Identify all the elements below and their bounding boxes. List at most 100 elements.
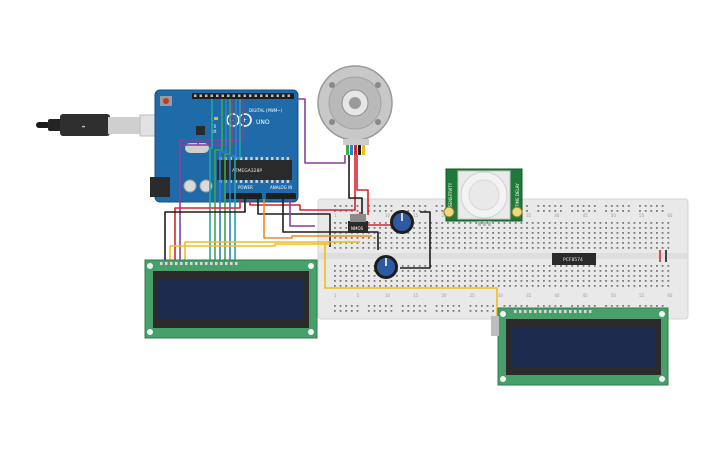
breadboard-hole[interactable] [639, 270, 641, 272]
breadboard-hole[interactable] [605, 242, 607, 244]
breadboard-hole[interactable] [526, 242, 528, 244]
breadboard-hole[interactable] [509, 222, 511, 224]
breadboard-hole[interactable] [373, 310, 376, 312]
header-pin[interactable] [232, 94, 236, 98]
breadboard-hole[interactable] [543, 280, 545, 282]
lcd-pin[interactable] [230, 262, 233, 265]
breadboard-hole[interactable] [571, 265, 574, 267]
breadboard-hole[interactable] [492, 232, 494, 234]
breadboard-hole[interactable] [418, 280, 421, 282]
breadboard-hole[interactable] [537, 222, 540, 224]
breadboard-hole[interactable] [452, 227, 455, 229]
breadboard-hole[interactable] [554, 265, 557, 267]
breadboard-hole[interactable] [418, 270, 421, 272]
breadboard-hole[interactable] [661, 205, 664, 207]
breadboard-hole[interactable] [593, 210, 596, 212]
breadboard-hole[interactable] [334, 237, 336, 239]
breadboard-hole[interactable] [486, 247, 489, 249]
breadboard-hole[interactable] [633, 247, 636, 249]
breadboard-hole[interactable] [622, 205, 624, 207]
breadboard-hole[interactable] [390, 210, 393, 212]
breadboard-hole[interactable] [379, 285, 381, 287]
breadboard-hole[interactable] [413, 270, 415, 272]
breadboard-hole[interactable] [622, 285, 624, 287]
breadboard-hole[interactable] [418, 265, 421, 267]
breadboard-hole[interactable] [656, 232, 658, 234]
breadboard-hole[interactable] [339, 280, 342, 282]
breadboard-hole[interactable] [520, 242, 523, 244]
breadboard-hole[interactable] [622, 232, 624, 234]
breadboard-hole[interactable] [616, 275, 619, 277]
breadboard-hole[interactable] [430, 227, 432, 229]
sensitivity-knob[interactable] [443, 206, 455, 218]
breadboard-hole[interactable] [350, 275, 353, 277]
breadboard-hole[interactable] [599, 280, 602, 282]
breadboard-hole[interactable] [650, 237, 653, 239]
breadboard-hole[interactable] [441, 270, 444, 272]
breadboard-hole[interactable] [407, 285, 410, 287]
breadboard-hole[interactable] [345, 242, 348, 244]
breadboard-hole[interactable] [475, 310, 478, 312]
breadboard-hole[interactable] [464, 275, 466, 277]
breadboard-hole[interactable] [356, 247, 359, 249]
breadboard-hole[interactable] [390, 310, 393, 312]
breadboard-hole[interactable] [396, 242, 398, 244]
breadboard-hole[interactable] [633, 232, 636, 234]
breadboard-hole[interactable] [497, 247, 500, 249]
breadboard-hole[interactable] [582, 280, 585, 282]
breadboard-hole[interactable] [560, 305, 562, 307]
breadboard-hole[interactable] [543, 247, 545, 249]
breadboard-hole[interactable] [401, 310, 404, 312]
breadboard-hole[interactable] [447, 247, 449, 249]
breadboard-hole[interactable] [486, 222, 489, 224]
breadboard-hole[interactable] [543, 210, 545, 212]
breadboard-hole[interactable] [396, 237, 398, 239]
breadboard-hole[interactable] [582, 270, 585, 272]
breadboard-hole[interactable] [656, 270, 658, 272]
breadboard-hole[interactable] [554, 280, 557, 282]
breadboard-hole[interactable] [650, 232, 653, 234]
breadboard-hole[interactable] [503, 305, 506, 307]
breadboard-hole[interactable] [588, 210, 591, 212]
breadboard-hole[interactable] [514, 285, 517, 287]
breadboard-hole[interactable] [605, 210, 607, 212]
breadboard-hole[interactable] [367, 265, 370, 267]
breadboard-hole[interactable] [475, 270, 478, 272]
breadboard-hole[interactable] [582, 210, 585, 212]
breadboard-hole[interactable] [486, 285, 489, 287]
breadboard-hole[interactable] [334, 280, 336, 282]
breadboard-hole[interactable] [616, 227, 619, 229]
breadboard-hole[interactable] [430, 222, 432, 224]
lcd-pin[interactable] [519, 310, 522, 313]
breadboard-hole[interactable] [492, 265, 494, 267]
breadboard-hole[interactable] [339, 232, 342, 234]
breadboard-hole[interactable] [577, 270, 579, 272]
breadboard-hole[interactable] [610, 285, 613, 287]
breadboard-hole[interactable] [480, 305, 483, 307]
breadboard-hole[interactable] [407, 232, 410, 234]
breadboard-hole[interactable] [616, 210, 619, 212]
breadboard-hole[interactable] [571, 247, 574, 249]
breadboard-hole[interactable] [639, 237, 641, 239]
breadboard-hole[interactable] [447, 305, 449, 307]
breadboard-hole[interactable] [565, 247, 568, 249]
breadboard-hole[interactable] [593, 270, 596, 272]
breadboard-hole[interactable] [588, 222, 591, 224]
breadboard-hole[interactable] [475, 280, 478, 282]
breadboard-hole[interactable] [599, 270, 602, 272]
breadboard-hole[interactable] [661, 280, 664, 282]
breadboard-hole[interactable] [367, 270, 370, 272]
breadboard-hole[interactable] [430, 232, 432, 234]
breadboard-hole[interactable] [565, 237, 568, 239]
breadboard-hole[interactable] [497, 280, 500, 282]
dc-motor[interactable] [317, 65, 393, 145]
breadboard-hole[interactable] [480, 285, 483, 287]
breadboard-hole[interactable] [441, 285, 444, 287]
header-pin[interactable] [243, 94, 247, 98]
breadboard-hole[interactable] [520, 265, 523, 267]
header-pin[interactable] [216, 94, 219, 98]
breadboard-hole[interactable] [464, 222, 466, 224]
breadboard-hole[interactable] [565, 265, 568, 267]
breadboard-hole[interactable] [644, 270, 647, 272]
breadboard-hole[interactable] [599, 237, 602, 239]
